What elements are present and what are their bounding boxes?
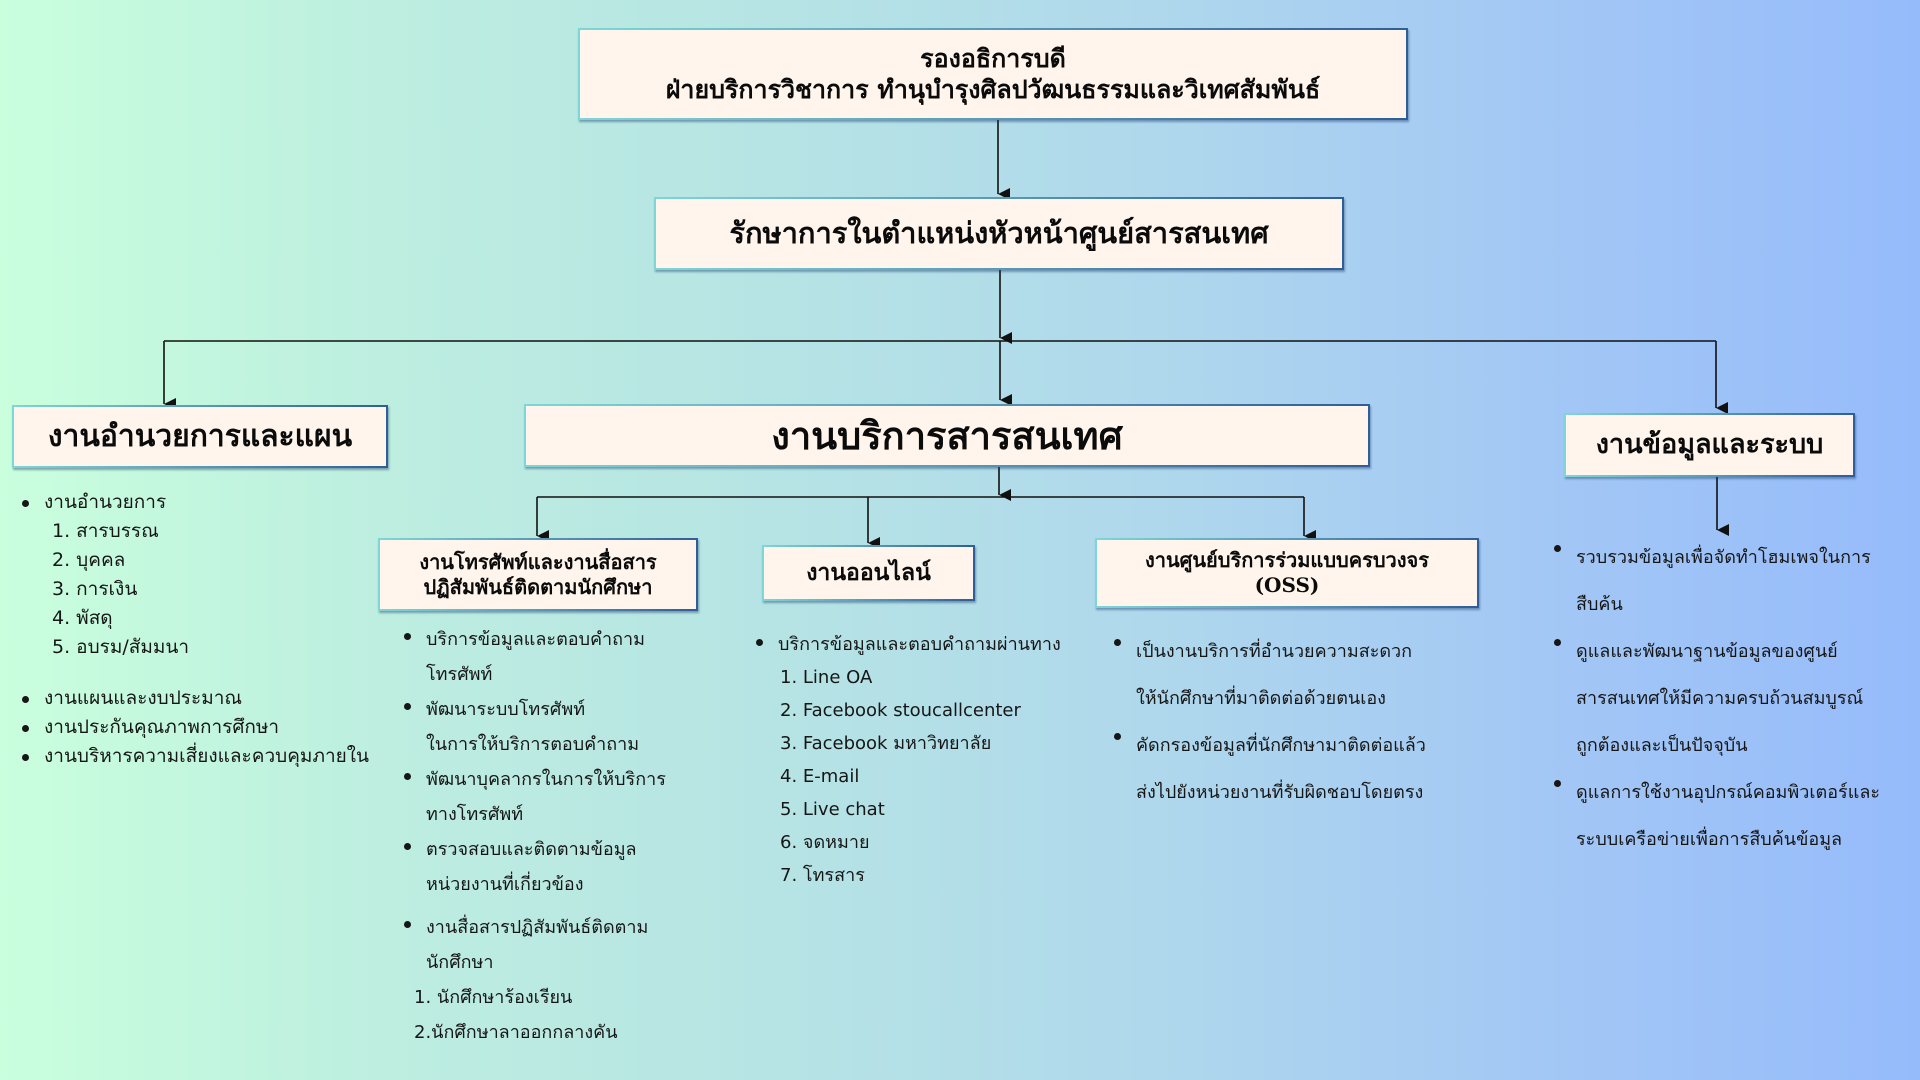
list-item: 1. Line OA: [780, 667, 873, 688]
list-item: คัดกรองข้อมูลที่นักศึกษามาติดต่อแล้ว ส่ง…: [1110, 722, 1426, 816]
list-item: พัฒนาระบบโทรศัพท์ ในการให้บริการตอบคำถาม: [400, 692, 666, 762]
list-item: 1. สารบรรณ: [52, 520, 159, 542]
list-item: ดูแลและพัฒนาฐานข้อมูลของศูนย์ สารสนเทศให…: [1550, 628, 1880, 769]
list-item: บริการข้อมูลและตอบคำถาม โทรศัพท์: [400, 622, 666, 692]
list-item: 3. Facebook มหาวิทยาลัย: [780, 733, 992, 754]
list-item: งานประกันคุณภาพการศึกษา: [18, 713, 369, 742]
online-unit-list: บริการข้อมูลและตอบคำถามผ่านทาง 1. Line O…: [752, 628, 1061, 892]
info-service-unit-box: งานบริการสารสนเทศ: [524, 404, 1370, 467]
list-item: งานอำนวยการ: [18, 488, 369, 517]
acting-head-title: รักษาการในตำแหน่งหัวหน้าศูนย์สารสนเทศ: [729, 216, 1269, 251]
oss-unit-title-line1: งานศูนย์บริการร่วมแบบครบวงจร: [1145, 548, 1429, 572]
phone-unit-title-line2: ปฏิสัมพันธ์ติดตามนักศึกษา: [423, 574, 653, 599]
online-unit-title: งานออนไลน์: [806, 558, 931, 586]
list-item: งานแผนและงบประมาณ: [18, 684, 369, 713]
list-item: 1. นักศึกษาร้องเรียน: [414, 987, 573, 1008]
list-item: ตรวจสอบและติดตามข้อมูล หน่วยงานที่เกี่ยว…: [400, 832, 666, 902]
list-item: 3. การเงิน: [52, 578, 138, 600]
list-item: ดูแลการใช้งานอุปกรณ์คอมพิวเตอร์และ ระบบเ…: [1550, 769, 1880, 863]
list-item: 6. จดหมาย: [780, 832, 870, 853]
data-systems-unit-title: งานข้อมูลและระบบ: [1595, 429, 1824, 461]
online-unit-box: งานออนไลน์: [762, 545, 975, 601]
list-item: 5. Live chat: [780, 799, 885, 820]
list-item: เป็นงานบริการที่อำนวยความสะดวก ให้นักศึก…: [1110, 628, 1426, 722]
oss-unit-box: งานศูนย์บริการร่วมแบบครบวงจร (OSS): [1095, 538, 1479, 608]
list-item: งานบริหารความเสี่ยงและควบคุมภายใน: [18, 742, 369, 771]
phone-unit-list: บริการข้อมูลและตอบคำถาม โทรศัพท์ พัฒนาระ…: [400, 622, 666, 1050]
list-item: บริการข้อมูลและตอบคำถามผ่านทาง: [752, 628, 1061, 661]
admin-planning-list: งานอำนวยการ 1. สารบรรณ 2. บุคคล 3. การเง…: [18, 488, 369, 771]
admin-planning-unit-box: งานอำนวยการและแผน: [12, 405, 388, 468]
list-item: 2. Facebook stoucallcenter: [780, 700, 1021, 721]
list-item: 5. อบรม/สัมมนา: [52, 636, 190, 658]
oss-unit-title-line2: (OSS): [1254, 573, 1320, 597]
data-systems-list: รวบรวมข้อมูลเพื่อจัดทำโฮมเพจในการ สืบค้น…: [1550, 534, 1880, 863]
phone-unit-title-line1: งานโทรศัพท์และงานสื่อสาร: [419, 549, 657, 574]
list-item: 2. บุคคล: [52, 549, 126, 571]
list-item: งานสื่อสารปฏิสัมพันธ์ติดตาม นักศึกษา: [400, 910, 666, 980]
list-item: 4. E-mail: [780, 766, 860, 787]
acting-head-box: รักษาการในตำแหน่งหัวหน้าศูนย์สารสนเทศ: [654, 197, 1344, 270]
list-item: พัฒนาบุคลากรในการให้บริการ ทางโทรศัพท์: [400, 762, 666, 832]
data-systems-unit-box: งานข้อมูลและระบบ: [1564, 413, 1855, 477]
list-item: 2.นักศึกษาลาออกกลางคัน: [414, 1022, 618, 1043]
info-service-unit-title: งานบริการสารสนเทศ: [771, 412, 1123, 458]
list-item: 4. พัสดุ: [52, 607, 113, 629]
vice-president-box: รองอธิการบดี ฝ่ายบริการวิชาการ ทำนุบำรุง…: [578, 28, 1408, 120]
vice-president-title: รองอธิการบดี: [920, 43, 1066, 73]
list-item: 7. โทรสาร: [780, 865, 865, 886]
list-item: รวบรวมข้อมูลเพื่อจัดทำโฮมเพจในการ สืบค้น: [1550, 534, 1880, 628]
admin-planning-unit-title: งานอำนวยการและแผน: [47, 418, 353, 454]
oss-unit-list: เป็นงานบริการที่อำนวยความสะดวก ให้นักศึก…: [1110, 628, 1426, 816]
vice-president-division: ฝ่ายบริการวิชาการ ทำนุบำรุงศิลปวัฒนธรรมแ…: [665, 75, 1321, 104]
phone-communication-unit-box: งานโทรศัพท์และงานสื่อสาร ปฏิสัมพันธ์ติดต…: [378, 538, 698, 611]
